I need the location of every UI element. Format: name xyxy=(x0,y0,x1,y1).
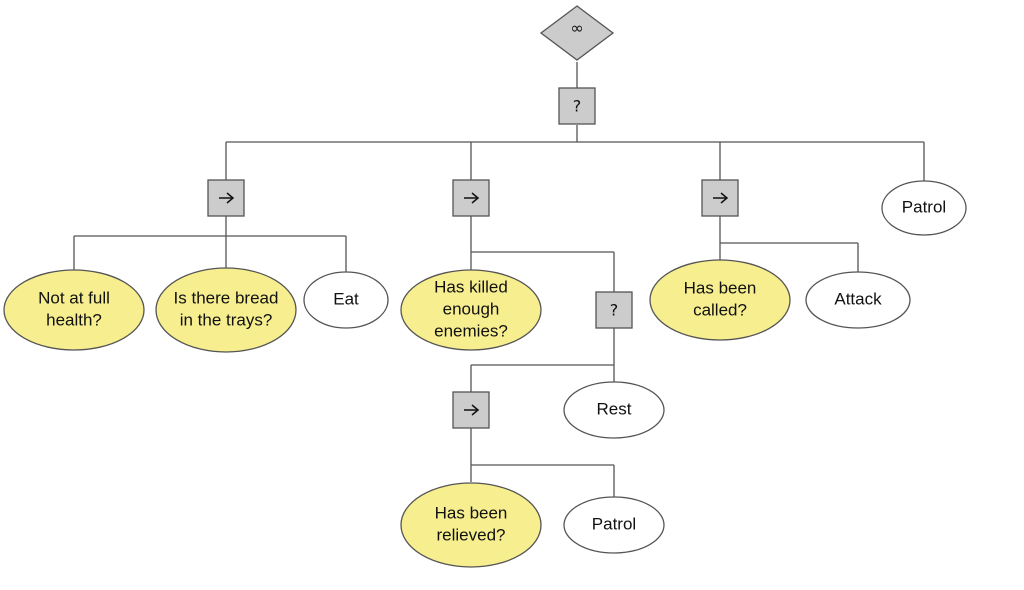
condition-ellipse xyxy=(649,259,791,341)
action-attack: Attack xyxy=(805,271,911,329)
sequence-node-attack xyxy=(701,179,739,217)
condition-killed-enough-label: enemies? xyxy=(434,321,508,340)
selector-node-top: ? xyxy=(558,87,596,125)
right-arrow-icon xyxy=(713,192,729,204)
condition-bread-in-trays-label: Is there bread xyxy=(174,288,279,307)
action-ellipse xyxy=(563,496,665,554)
right-arrow-icon xyxy=(464,404,480,416)
condition-been-relieved: Has been relieved? xyxy=(400,482,542,568)
control-box-shape xyxy=(595,291,633,329)
action-patrol-outer-label: Patrol xyxy=(902,197,946,216)
sequence-node-eat xyxy=(207,179,245,217)
action-patrol-inner-label: Patrol xyxy=(592,514,636,533)
root-repeater-node: ∞ xyxy=(539,5,615,61)
condition-not-full-health-label: Not at full xyxy=(38,288,110,307)
action-ellipse xyxy=(805,271,911,329)
sequence-node-patrol xyxy=(452,391,490,429)
infinity-repeater-icon: ∞ xyxy=(570,19,583,38)
selector-node-rest: ? xyxy=(595,291,633,329)
action-patrol-inner: Patrol xyxy=(563,496,665,554)
condition-killed-enough-label: Has killed xyxy=(434,277,508,296)
action-eat: Eat xyxy=(303,271,389,329)
condition-killed-enough-label: enough xyxy=(443,299,500,318)
question-mark-icon: ? xyxy=(573,97,582,116)
diamond-shape xyxy=(539,5,615,61)
condition-been-relieved-label: Has been xyxy=(435,503,508,522)
condition-ellipse xyxy=(400,482,542,568)
condition-been-called: Has been called? xyxy=(649,259,791,341)
edges xyxy=(73,62,925,497)
condition-not-full-health-label: health? xyxy=(46,310,102,329)
sequence-node-rest xyxy=(452,179,490,217)
control-box-shape xyxy=(558,87,596,125)
action-attack-label: Attack xyxy=(834,289,882,308)
action-rest: Rest xyxy=(563,381,665,439)
condition-been-called-label: Has been xyxy=(684,278,757,297)
action-ellipse xyxy=(563,381,665,439)
condition-been-called-label: called? xyxy=(693,300,747,319)
condition-ellipse xyxy=(3,269,145,351)
control-box-shape xyxy=(701,179,739,217)
action-ellipse xyxy=(881,180,967,236)
condition-bread-in-trays-label: in the trays? xyxy=(180,310,273,329)
action-rest-label: Rest xyxy=(597,399,632,418)
condition-ellipse xyxy=(155,267,297,353)
right-arrow-icon xyxy=(219,192,235,204)
condition-killed-enough: Has killed enough enemies? xyxy=(400,269,542,351)
action-eat-label: Eat xyxy=(333,289,359,308)
condition-ellipse xyxy=(400,269,542,351)
condition-bread-in-trays: Is there bread in the trays? xyxy=(155,267,297,353)
question-mark-icon: ? xyxy=(610,301,619,320)
condition-been-relieved-label: relieved? xyxy=(437,525,506,544)
condition-not-full-health: Not at full health? xyxy=(3,269,145,351)
nodes: ∞?? Not at full health? Is there bread in th… xyxy=(3,5,967,568)
right-arrow-icon xyxy=(464,192,480,204)
action-patrol-outer: Patrol xyxy=(881,180,967,236)
action-ellipse xyxy=(303,271,389,329)
